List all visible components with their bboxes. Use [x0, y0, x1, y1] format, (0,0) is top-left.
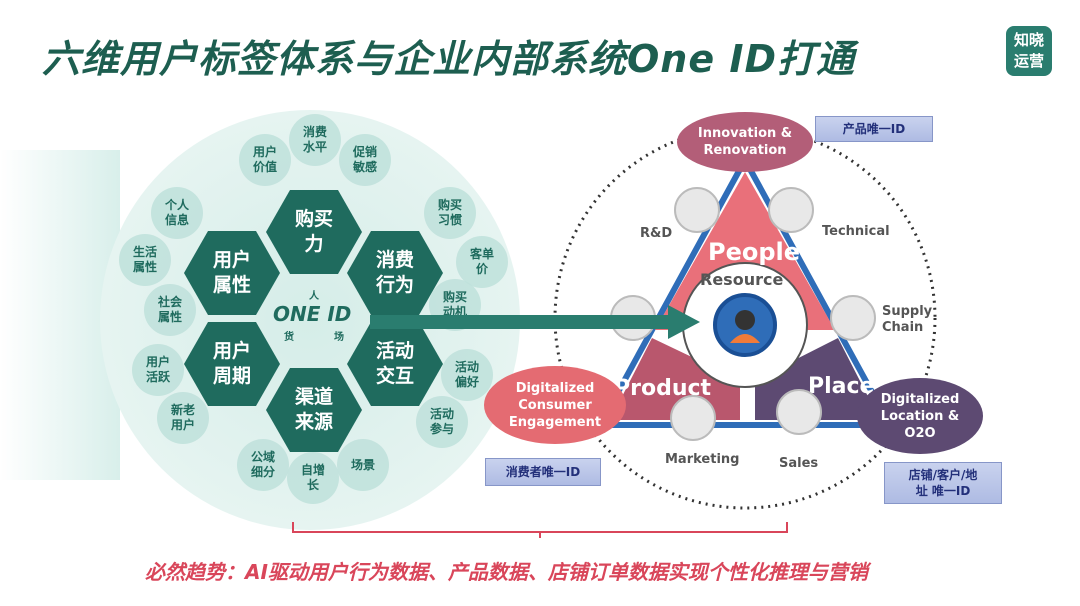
tag-circle: 促销敏感: [339, 134, 391, 186]
truck-node-icon: [830, 295, 876, 341]
tag-circle: 社会属性: [144, 284, 196, 336]
tag-circle: 客单价: [456, 236, 508, 288]
node-label-sales: Sales: [779, 456, 819, 471]
center-label-place: 场: [334, 332, 344, 343]
tag-circle: 活动偏好: [441, 349, 493, 401]
tag-label: 社会属性: [157, 295, 182, 324]
page-title: 六维用户标签体系与企业内部系统One ID打通: [42, 37, 856, 81]
tag-circle: 消费水平: [289, 114, 341, 166]
tag-label: 个人信息: [164, 198, 189, 227]
tag-label: 生活属性: [132, 245, 157, 274]
hex-activity-interaction: 活动交互: [347, 322, 443, 406]
tag-label: 消费水平: [302, 125, 327, 154]
consumer-id-box: 消费者唯一ID: [485, 458, 601, 486]
tag-circle: 用户价值: [239, 134, 291, 186]
triangle-frame: [594, 153, 896, 428]
center-label-goods: 货: [284, 332, 294, 343]
hex-user-attributes: 用户属性: [184, 231, 280, 315]
salesperson-node-icon: [776, 389, 822, 435]
tag-label: 活动参与: [429, 407, 454, 436]
segment-product: [610, 338, 740, 420]
factory-node-icon: [768, 187, 814, 233]
tag-circle: 活动参与: [416, 396, 468, 448]
node-label-supply-chain: Supply Chain: [882, 304, 933, 335]
tag-circle: 用户活跃: [132, 344, 184, 396]
tag-label: 用户价值: [252, 145, 277, 174]
hex-channel-source: 渠道来源: [266, 368, 362, 452]
hex-user-lifecycle: 用户周期: [184, 322, 280, 406]
tag-circle: 生活属性: [119, 234, 171, 286]
caption-bracket: [292, 522, 788, 538]
flow-arrow-head: [668, 305, 700, 339]
tag-label: 用户活跃: [145, 355, 170, 384]
store-node-icon: [670, 395, 716, 441]
tag-label: 活动偏好: [454, 360, 479, 389]
tag-label: 场景: [350, 457, 375, 472]
flow-arrow-shaft: [370, 315, 670, 329]
tag-circle: 购买习惯: [424, 187, 476, 239]
node-label-technical: Technical: [822, 224, 890, 239]
brand-logo: 知晓运营: [1006, 26, 1052, 76]
store-id-box: 店铺/客户/地址 唯一ID: [884, 462, 1002, 504]
tag-label: 购买习惯: [437, 198, 462, 227]
ellipse-consumer-engagement: Digitalized Consumer Engagement: [484, 366, 626, 444]
ellipse-innovation: Innovation & Renovation: [677, 112, 813, 172]
hex-purchase-power: 购买力: [266, 190, 362, 274]
segment-label-place: Place: [808, 374, 875, 399]
tag-circle: 场景: [337, 439, 389, 491]
node-label-marketing: Marketing: [665, 452, 740, 467]
node-label-rd: R&D: [640, 226, 673, 241]
tag-label: 自增长: [300, 463, 325, 492]
tag-circle: 个人信息: [151, 187, 203, 239]
tag-circle: 新老用户: [157, 392, 209, 444]
tag-label: 促销敏感: [352, 145, 377, 174]
segment-label-resource: Resource: [700, 270, 784, 289]
one-id-label: ONE ID: [273, 302, 352, 326]
tag-label: 客单价: [469, 247, 494, 276]
tag-label: 新老用户: [170, 403, 195, 432]
tag-circle: 公域细分: [237, 439, 289, 491]
bottom-caption: 必然趋势：AI驱动用户行为数据、产品数据、店铺订单数据实现个性化推理与营销: [145, 560, 868, 584]
rd-node-icon: [674, 187, 720, 233]
product-id-box: 产品唯一ID: [815, 116, 933, 142]
tag-circle: 自增长: [287, 452, 339, 504]
hex-consumption-behavior: 消费行为: [347, 231, 443, 315]
tag-label: 公域细分: [250, 450, 275, 479]
center-label-people: 人: [309, 291, 319, 302]
segment-label-people: People: [708, 238, 801, 266]
ellipse-location-o2o: Digitalized Location & O2O: [857, 378, 983, 454]
